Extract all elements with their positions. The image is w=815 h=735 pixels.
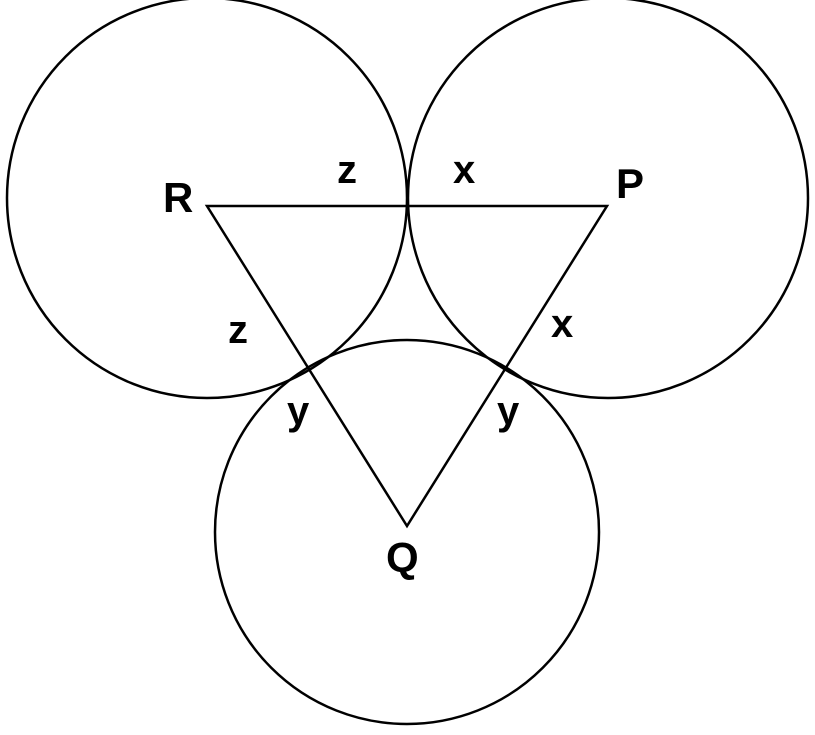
vertex-label-q: Q bbox=[386, 534, 419, 581]
segment-label-x-top: x bbox=[453, 148, 475, 192]
triangle-rpq bbox=[204, 204, 610, 529]
segment-label-z-top: z bbox=[337, 148, 357, 192]
segment-label-z-left: z bbox=[228, 308, 248, 352]
segment-label-y-right: y bbox=[497, 389, 520, 433]
vertex-label-r: R bbox=[163, 174, 193, 221]
segment-label-x-right: x bbox=[551, 302, 573, 346]
vertex-label-p: P bbox=[616, 160, 644, 207]
circle-r bbox=[5, 0, 409, 400]
segment-label-y-left: y bbox=[287, 389, 310, 433]
circle-p bbox=[406, 0, 810, 400]
circle-q bbox=[213, 338, 601, 726]
